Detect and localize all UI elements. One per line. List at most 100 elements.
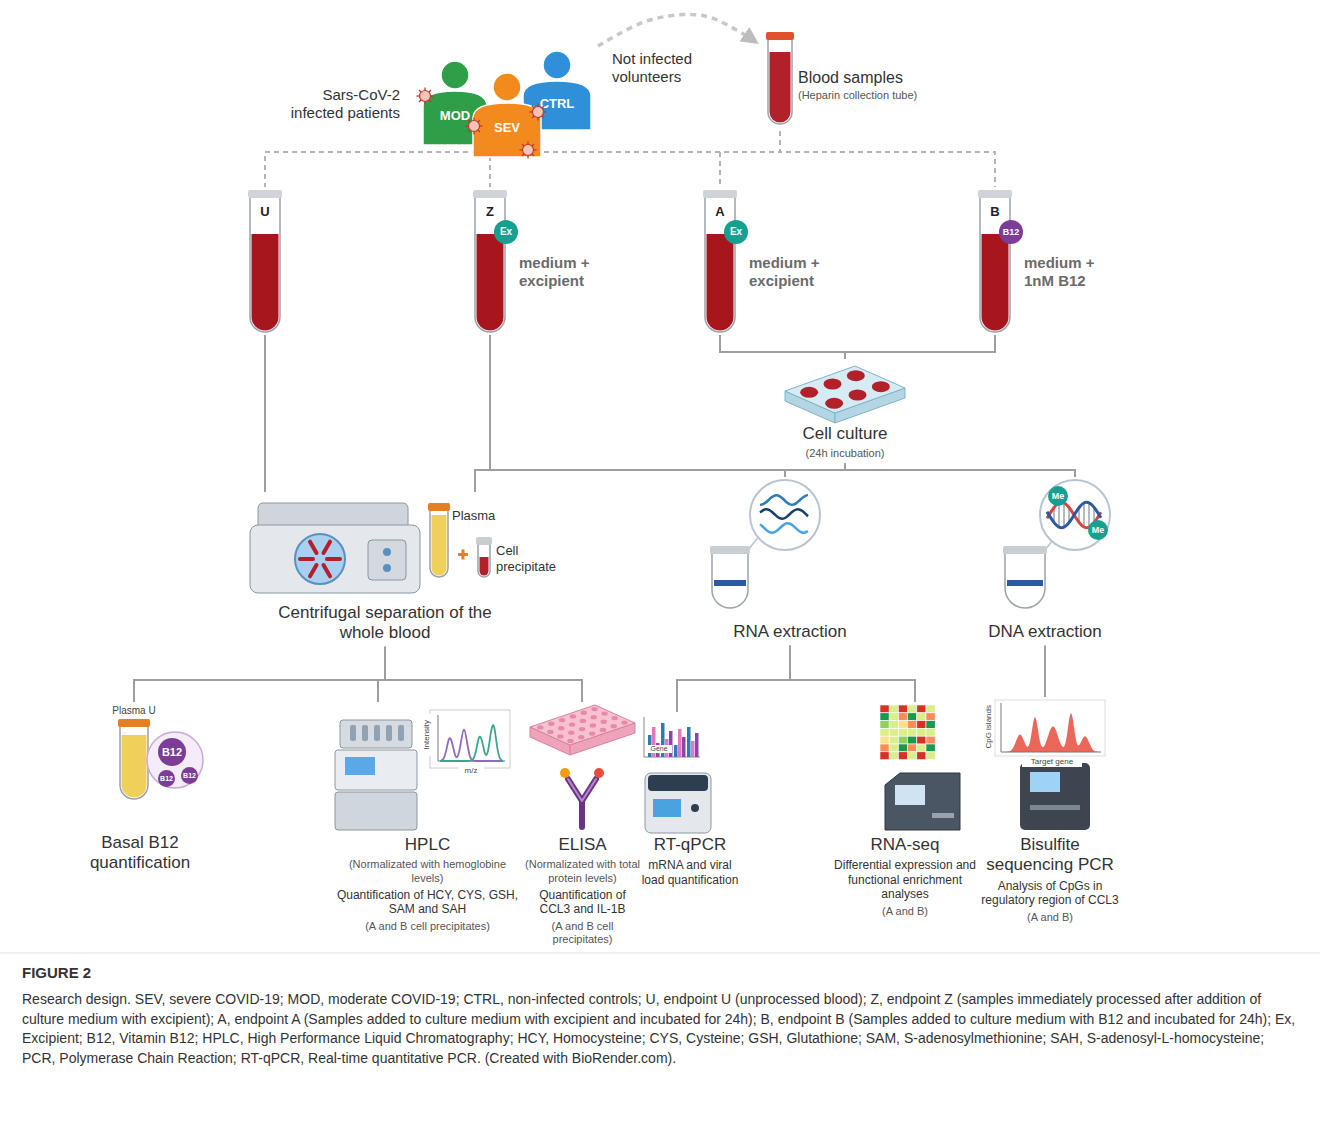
drawing-part [880, 705, 960, 830]
plate-well [581, 711, 587, 715]
zoom-circle [1040, 480, 1110, 550]
heatmap-cell [908, 728, 917, 736]
tube-fluid [122, 735, 147, 798]
annotation-label: B12 [158, 770, 175, 787]
plate-well [800, 387, 818, 398]
annotation-label: CpG islands [984, 701, 994, 753]
node-label: Plasma U [104, 705, 164, 717]
heatmap-cell [926, 752, 935, 760]
flow-connector [780, 131, 995, 187]
node-label: Analysis of CpGs in regulatory region of… [975, 879, 1125, 908]
tube-cap [703, 190, 737, 198]
chart-frame [995, 700, 1105, 756]
node-label: B12 [999, 220, 1023, 244]
heatmap-cell [898, 713, 907, 721]
antigen [560, 768, 570, 778]
node-label: Quantification of HCY, CYS, GSH, SAM and… [335, 888, 520, 917]
flow-connector [720, 131, 780, 187]
rotor-tube [300, 557, 313, 561]
drawing-part [644, 717, 711, 833]
node-label: (Normalizated with total protein levels) [525, 858, 640, 884]
tube-cap [476, 537, 492, 545]
heatmap-cell [880, 752, 889, 760]
node-label: ELISA [525, 835, 640, 855]
plate-well [601, 720, 607, 724]
plate-well [590, 723, 596, 727]
chart-peaks [1003, 713, 1099, 752]
plate-well [825, 398, 843, 409]
flow-connector [475, 335, 490, 492]
heatmap-cell [898, 744, 907, 752]
heatmap-cell [908, 713, 917, 721]
plate-well [824, 379, 842, 390]
tube-cap [473, 190, 507, 198]
heatmap-cell [917, 721, 926, 729]
heatmap-cell [898, 721, 907, 729]
heatmap-cell [908, 736, 917, 744]
node-label: Differential expression and functional e… [830, 858, 980, 901]
tube-glass [250, 196, 280, 332]
tube-glass [430, 509, 448, 577]
node-label: Blood samples [798, 68, 998, 87]
chart-frame [430, 710, 510, 768]
machine-body [1020, 763, 1090, 830]
node-label: medium + excipient [519, 254, 619, 290]
node-label: Quantification of CCL3 and IL-1B [525, 888, 640, 917]
assay-step: Plasma U Basal B12 quantification [70, 705, 220, 874]
plate-well [847, 370, 865, 381]
chart-axis [1001, 703, 1002, 752]
tube-cap [710, 546, 750, 554]
node-label: (A and B) [975, 911, 1125, 924]
node-label: Basal B12 quantification [70, 833, 210, 874]
node-illustration [770, 362, 920, 422]
annotation-label: Cell precipitate [496, 543, 576, 574]
plate-well [570, 714, 576, 718]
drawing-part [523, 51, 591, 130]
person-head [543, 51, 571, 79]
control-button [383, 548, 391, 556]
drawing-part [530, 705, 635, 827]
flow-connector [785, 464, 845, 477]
heatmap-cell [889, 752, 898, 760]
plate-well [591, 707, 597, 711]
plate-well [568, 731, 574, 735]
tube-cap [1003, 546, 1047, 554]
drawing-part [785, 366, 905, 423]
instrument-lid [648, 775, 708, 791]
heatmap-cell [926, 713, 935, 721]
drawing-part [1003, 480, 1110, 608]
node-illustration [965, 480, 1125, 612]
helix-rung [1058, 503, 1060, 528]
flow-connector [677, 645, 790, 712]
node-label: mRNA and viral load quantification [640, 858, 740, 887]
heatmap-cell [908, 721, 917, 729]
annotation-label: Target gene [1022, 757, 1082, 767]
antibody [568, 779, 596, 827]
chart-bar [695, 733, 699, 757]
person-head [493, 73, 521, 101]
solvent-bottle [386, 725, 392, 741]
assay-step: ELISA (Normalizated with total protein le… [525, 705, 640, 946]
tube-glass [1005, 552, 1045, 608]
plate-well [557, 734, 563, 738]
heatmap-cell [880, 705, 889, 713]
figure-caption: Research design. SEV, severe COVID-19; M… [22, 990, 1298, 1068]
flow-connector [720, 335, 845, 359]
drawing-part [710, 480, 820, 608]
heatmap-cell [917, 744, 926, 752]
heatmap-cell [880, 713, 889, 721]
node-label: Centrifugal separation of the whole bloo… [260, 603, 510, 644]
sequencer-body [885, 773, 960, 830]
flow-connector [1044, 645, 1046, 697]
node-label: (A and B cell precipitates) [335, 920, 520, 933]
sequencer-slot [932, 813, 954, 818]
annotation-label: Plasma [452, 508, 504, 524]
control-button [383, 564, 391, 572]
tube-fluid [477, 234, 504, 331]
flow-connector [385, 647, 582, 702]
tube-fluid [480, 557, 489, 576]
plate-well [600, 728, 606, 732]
plate-well [567, 739, 573, 743]
